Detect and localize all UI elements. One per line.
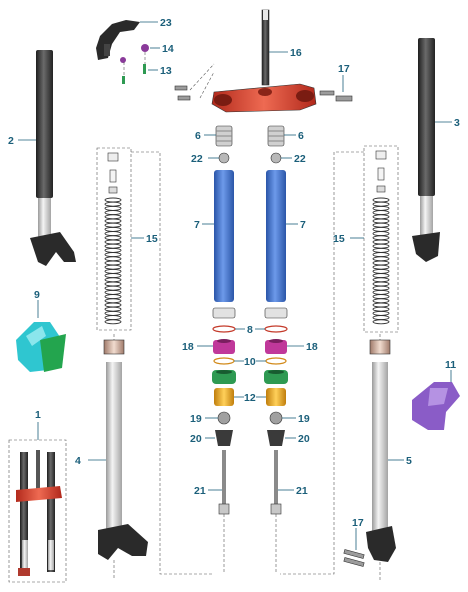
callout-19-right: 19 [298,413,310,425]
callout-7-right: 7 [300,219,306,231]
rubber-grommet-14 [141,44,149,52]
callout-18-right: 18 [306,341,318,353]
callout-22-right: 22 [294,153,306,165]
valve-20-left [215,430,233,446]
callout-9: 9 [34,289,40,301]
callout-17-top: 17 [338,63,350,75]
nut-22-left [218,152,230,164]
valve-20-right [267,430,285,446]
callout-15-left: 15 [146,233,158,245]
callout-5: 5 [406,455,412,467]
spacer-7-left [214,170,234,302]
nut-19-left [217,411,231,425]
spacer-7-right [266,170,286,302]
callout-1: 1 [35,409,41,421]
cap-6-left [215,125,233,147]
spacer-lower-left [103,339,125,355]
callout-6-left: 6 [195,130,201,142]
callout-22-left: 22 [191,153,203,165]
callout-21-left: 21 [194,485,206,497]
fork-guard-cyan [16,322,66,372]
callout-21-right: 21 [296,485,308,497]
callout-2: 2 [8,135,14,147]
lower-fork-leg-right [366,362,396,562]
screw-13 [143,64,146,74]
seal-green-left [212,370,236,384]
clip-10-left [213,357,235,365]
spacer-lower-right [369,339,391,355]
top-triple-clamp [211,83,317,113]
spring-assembly-left [96,147,132,331]
lower-fork-leg-left [98,362,148,560]
washer-left [212,307,236,319]
callout-20-right: 20 [298,433,310,445]
callout-13: 13 [160,65,172,77]
fork-guard-purple [412,382,460,430]
callout-19-left: 19 [190,413,202,425]
upper-fork-tube-right [412,38,440,262]
callout-15-right: 15 [333,233,345,245]
callout-7-left: 7 [194,219,200,231]
clamp-bolts [174,85,353,102]
complete-fork-inset [8,439,67,583]
callout-23: 23 [160,17,172,29]
ring-8-left [212,325,236,333]
callout-3: 3 [454,117,460,129]
callout-20-left: 20 [190,433,202,445]
callout-16: 16 [290,47,302,59]
callout-11: 11 [445,359,456,371]
clip-10-right [265,357,287,365]
oring-18-left [213,340,235,354]
bracket-23 [96,20,140,60]
bushing-12-right [266,388,286,406]
bushing-12-left [214,388,234,406]
steering-stem [261,9,270,86]
spring-assembly-right [363,145,399,333]
callout-18-left: 18 [182,341,194,353]
seal-green-right [264,370,288,384]
cap-6-right [267,125,285,147]
callout-6-right: 6 [298,130,304,142]
callout-8: 8 [247,324,253,336]
rod-21-right [270,450,282,515]
callout-12: 12 [244,392,256,404]
rod-21-left [218,450,230,515]
callout-14: 14 [162,43,174,55]
bolts-17-bottom [343,549,365,567]
callout-10: 10 [244,356,256,368]
oring-18-right [265,340,287,354]
ring-8-right [264,325,288,333]
nut-19-right [269,411,283,425]
upper-fork-tube-left [30,50,76,266]
washer-right [264,307,288,319]
callout-4: 4 [75,455,81,467]
callout-17-bottom: 17 [352,517,364,529]
nut-22-right [270,152,282,164]
